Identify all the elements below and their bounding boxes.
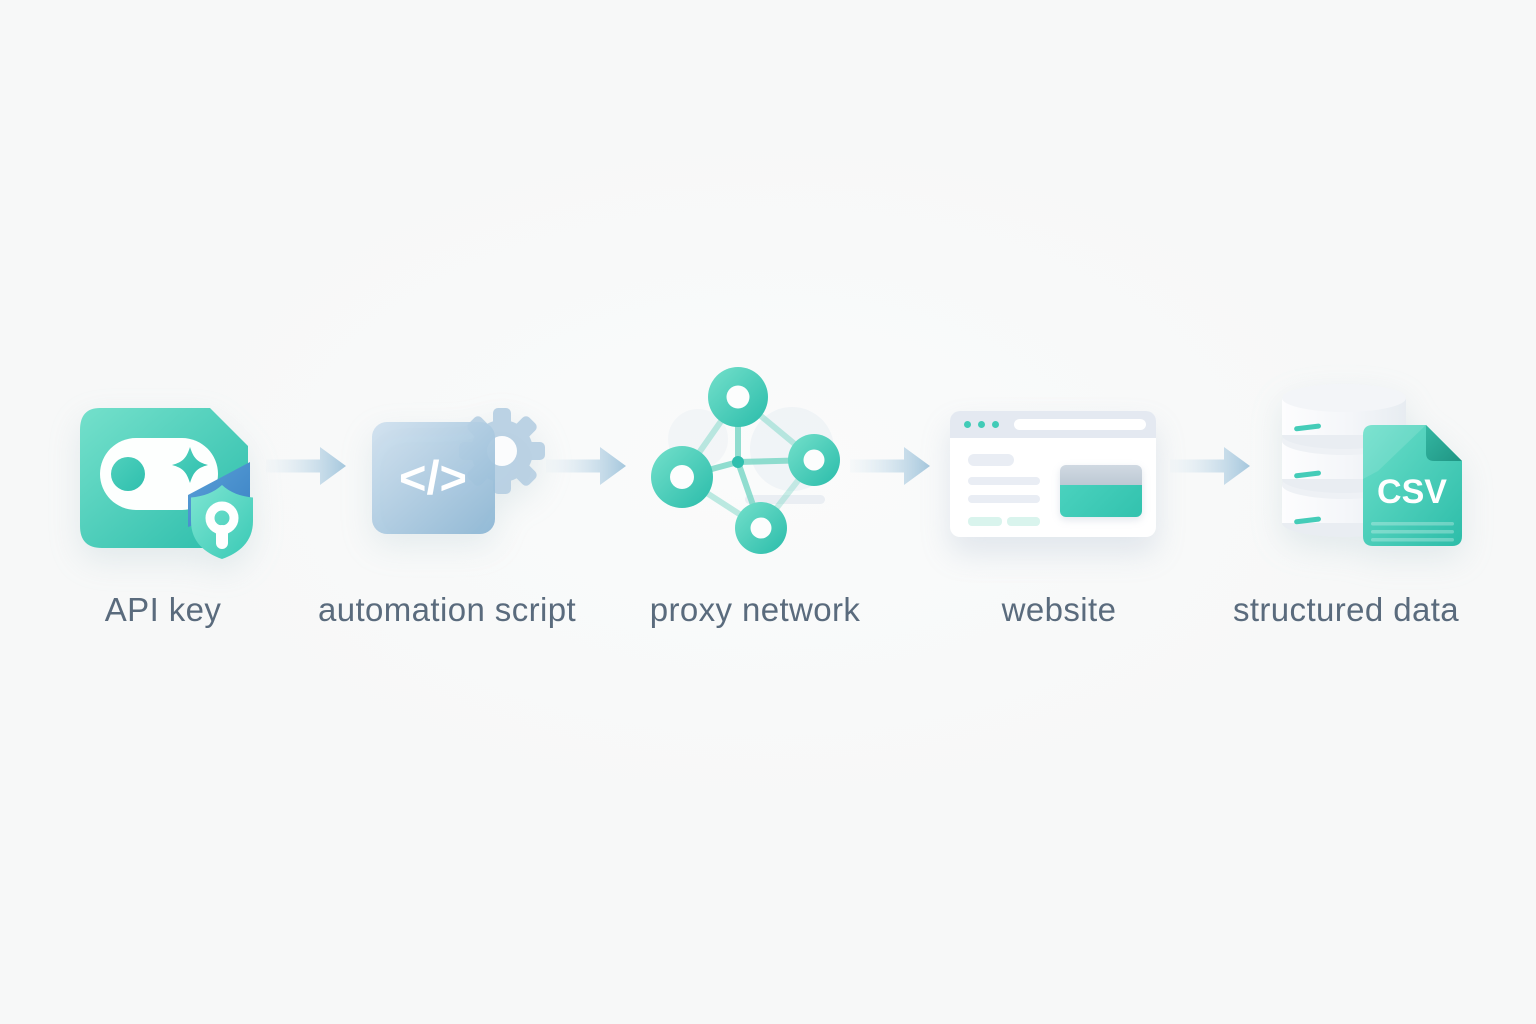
stage-label-automation-script: automation script (317, 591, 577, 628)
structured-data-icon-group: CSV (1278, 381, 1470, 556)
stage-label-structured-data: structured data (1232, 591, 1460, 628)
stage-label-website: website (1001, 591, 1117, 628)
api-key-icon-group (76, 405, 266, 570)
api-key-card-with-shield-icon (80, 408, 253, 559)
proxy-network-icon-group (640, 357, 855, 569)
csv-file-icon: CSV (1363, 425, 1462, 546)
automation-script-icon-group: </> (360, 402, 555, 542)
stage-label-api-key: API key (104, 591, 222, 628)
browser-window-icon (950, 411, 1156, 537)
csv-file-lines (1371, 522, 1454, 542)
network-center-dot (732, 456, 744, 468)
code-block-with-gear-icon: </> (372, 408, 545, 534)
browser-dot-icon (978, 421, 985, 428)
content-tag (968, 517, 1002, 526)
network-node (708, 367, 768, 427)
browser-dot-icon (992, 421, 999, 428)
content-line (968, 495, 1040, 503)
keyhole-stem-icon (216, 525, 228, 549)
network-node (788, 434, 840, 486)
code-glyph: </> (399, 451, 467, 504)
folded-corner (1426, 425, 1462, 461)
right-arrow-icon (1170, 447, 1250, 485)
content-card-body (1060, 485, 1142, 517)
url-bar (1014, 419, 1146, 430)
spark-icon (172, 447, 208, 483)
key-dot-icon (111, 457, 145, 491)
right-arrow-icon (850, 447, 930, 485)
content-card (1060, 465, 1142, 517)
csv-label: CSV (1377, 473, 1447, 511)
content-tag (1007, 517, 1040, 526)
browser-topbar (950, 411, 1156, 438)
content-line (968, 477, 1040, 485)
database-with-file-icon: CSV (1282, 384, 1462, 546)
content-card-header (1060, 465, 1142, 485)
right-arrow-icon (266, 447, 346, 485)
shield-icon (191, 485, 253, 559)
network-nodes-icon (651, 367, 840, 554)
database-row-dash (1294, 423, 1321, 525)
network-node (735, 502, 787, 554)
browser-dot-icon (964, 421, 971, 428)
code-square (372, 422, 495, 534)
background-blob (745, 495, 825, 504)
right-arrow-icon (546, 447, 626, 485)
network-node (651, 446, 713, 508)
content-placeholder (968, 454, 1014, 466)
stage-label-proxy-network: proxy network (649, 591, 861, 628)
